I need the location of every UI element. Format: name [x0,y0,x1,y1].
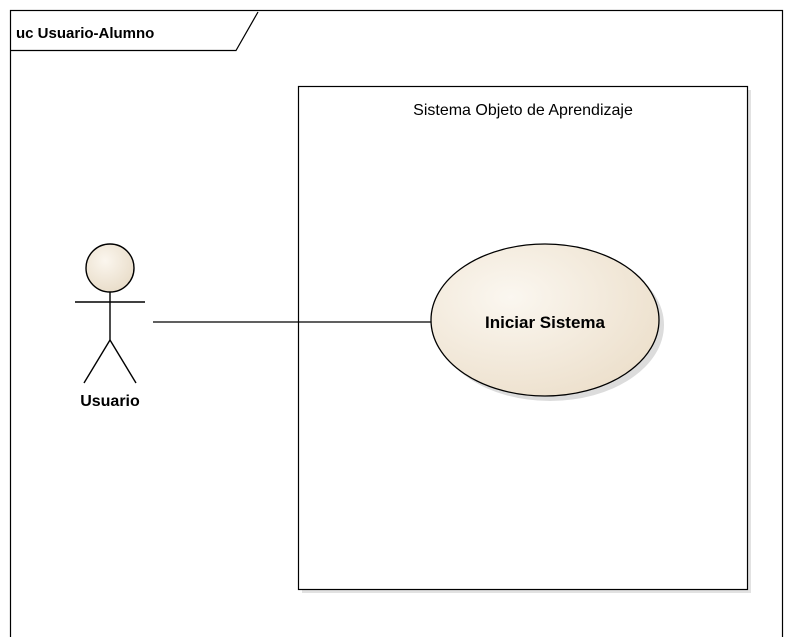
use-case-label: Iniciar Sistema [485,313,606,332]
actor-head [85,243,135,293]
diagram-frame [9,9,784,642]
actor-left-leg [83,339,111,384]
frame-title-tab [10,11,259,52]
actor-name: Usuario [80,393,140,410]
actor-usuario: Usuario [75,243,145,410]
use-case-iniciar-sistema [430,243,660,397]
system-boundary-label: Sistema Objeto de Aprendizaje [413,102,633,119]
actor-right-leg [109,339,137,384]
frame-title: uc Usuario-Alumno [16,25,154,42]
